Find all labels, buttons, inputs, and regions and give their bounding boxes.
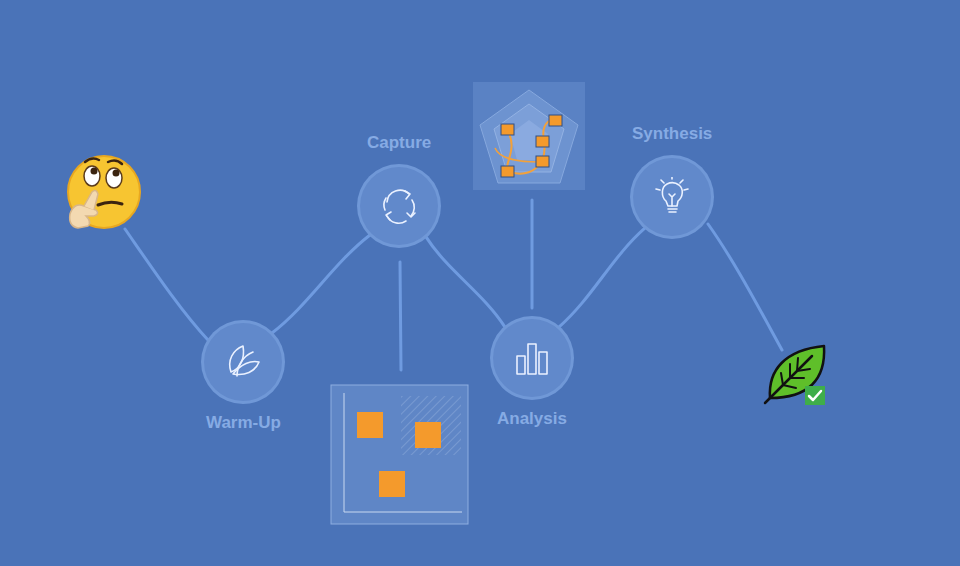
matrix-picture — [331, 385, 468, 524]
leader-line — [531, 200, 534, 308]
leader-line — [400, 262, 401, 370]
stage-icon — [223, 342, 263, 382]
path-connector — [272, 235, 370, 333]
stage-circle: Synthesis — [633, 158, 711, 236]
stage-label: Capture — [367, 133, 431, 153]
stage-circle: Analysis — [493, 319, 571, 397]
stage-icon — [379, 186, 419, 226]
path-connector — [559, 228, 645, 327]
path-connector — [426, 237, 505, 327]
stage-label: Warm-Up — [206, 413, 281, 433]
stage-icon — [512, 338, 552, 378]
leaf-icon — [765, 346, 825, 405]
stage-label: Analysis — [497, 409, 567, 429]
stage-icon — [652, 177, 692, 217]
path-line — [125, 229, 208, 340]
stage-circle: Capture — [360, 167, 438, 245]
stage-circle: Warm-Up — [204, 323, 282, 401]
thinking-emoji — [68, 156, 140, 228]
radar-picture — [473, 82, 585, 190]
path-line — [708, 224, 782, 350]
stage-label: Synthesis — [632, 124, 712, 144]
